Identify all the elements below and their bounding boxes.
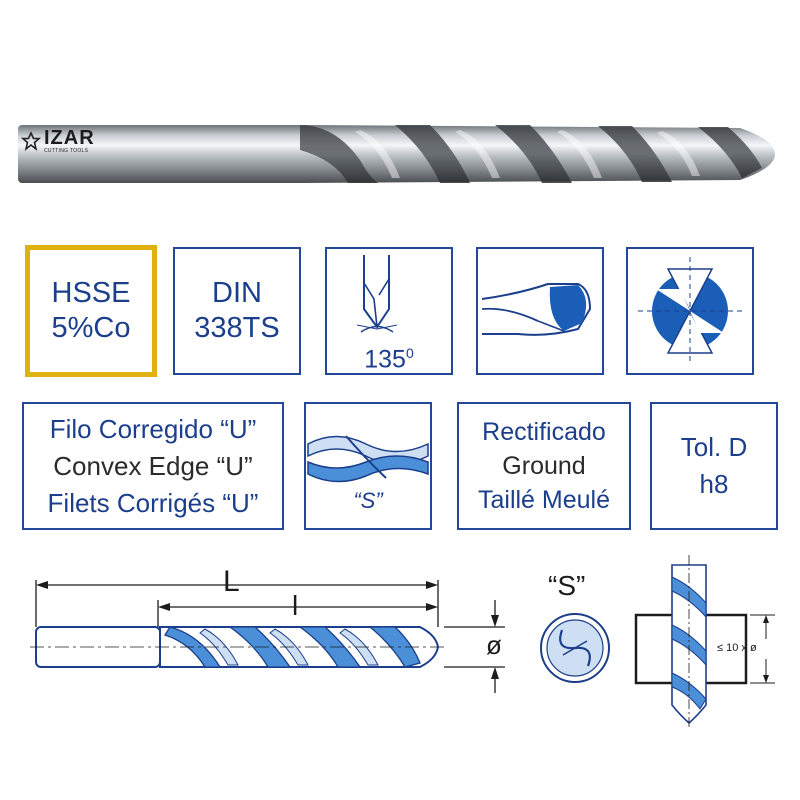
tolerance-line1: Tol. D [680, 432, 748, 462]
flute-length-label: l [292, 590, 299, 621]
web-thinning-icon [638, 257, 742, 365]
brand-name: IZAR [44, 127, 95, 149]
standard-line1: DIN [212, 277, 262, 309]
material-box: HSSE 5%Co [25, 245, 157, 377]
drill-bit-photo [18, 125, 775, 183]
point-angle-label: 1350 [364, 345, 414, 374]
total-length-label: L [223, 565, 240, 598]
helix-box: “S” [304, 402, 432, 530]
edge-line3: Filets Corrigés “U” [47, 487, 259, 518]
finish-line1: Rectificado [482, 418, 606, 446]
material-line2: 5%Co [51, 312, 131, 344]
standard-line2: 338TS [194, 312, 280, 344]
edge-line2: Convex Edge “U” [53, 450, 253, 481]
point-angle-box: 1350 [325, 247, 453, 375]
point-thinning-box [476, 247, 604, 375]
brand-logo: IZAR CUTTING TOOLS [44, 128, 95, 154]
depth-label: ≤ 10 x ø [717, 642, 757, 654]
edge-box: Filo Corregido “U” Convex Edge “U” Filet… [22, 402, 284, 530]
helix-icon [307, 435, 429, 483]
tolerance-line2: h8 [699, 469, 729, 499]
brand-tagline: CUTTING TOOLS [44, 148, 89, 154]
material-line1: HSSE [51, 277, 131, 309]
point-thinning-icon [481, 283, 592, 336]
finish-line3: Taillé Meulé [477, 486, 610, 514]
helix-label: “S” [353, 488, 383, 513]
standard-box: DIN 338TS [173, 247, 301, 375]
diameter-label: ø [486, 630, 502, 660]
web-thinning-box [626, 247, 754, 375]
profile-label: “S” [548, 570, 586, 601]
tolerance-box: Tol. D h8 [650, 402, 778, 530]
finish-box: Rectificado Ground Taillé Meulé [457, 402, 631, 530]
finish-line2: Ground [502, 452, 586, 480]
dimension-drawing [30, 555, 775, 727]
point-angle-icon [356, 255, 398, 333]
edge-line1: Filo Corregido “U” [49, 413, 257, 444]
